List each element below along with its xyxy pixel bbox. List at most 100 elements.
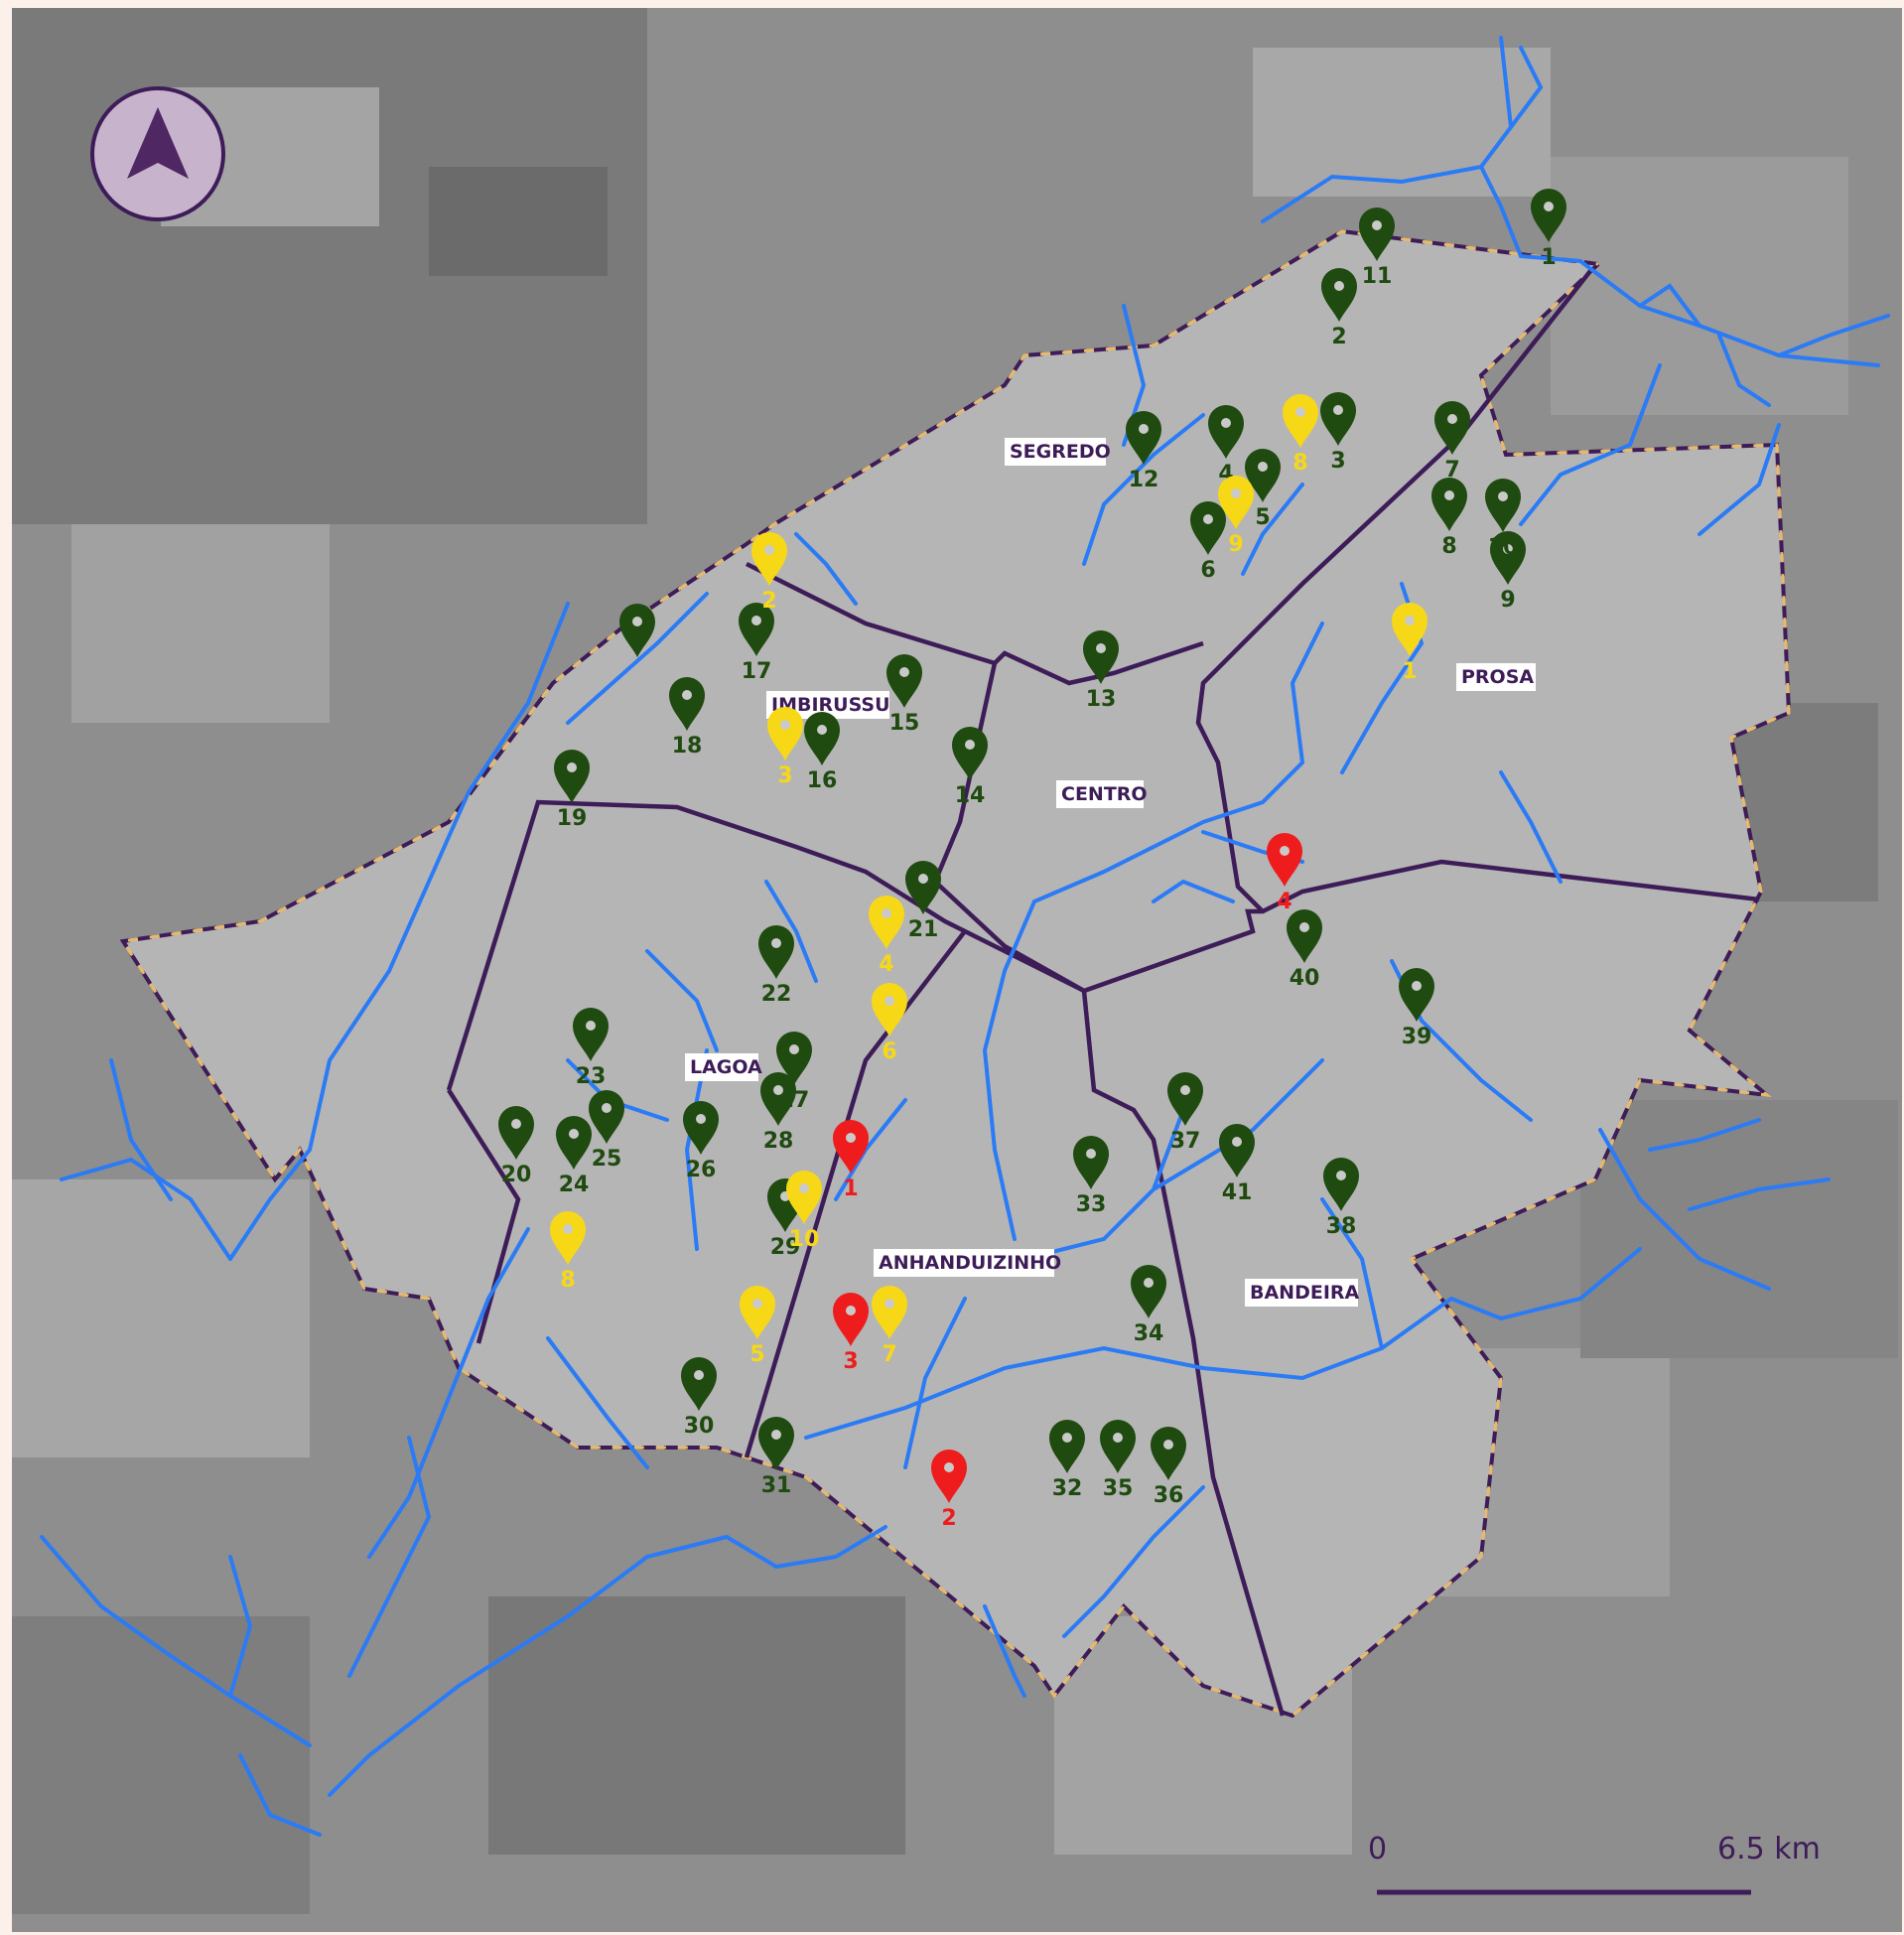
green-marker[interactable]: 26	[683, 1101, 719, 1182]
yellow-marker[interactable]: 4	[869, 896, 904, 977]
green-marker[interactable]: 36	[1151, 1427, 1186, 1508]
map-pin-icon	[833, 1120, 869, 1174]
green-marker[interactable]: 7	[1434, 401, 1470, 483]
map-canvas[interactable]: SEGREDO IMBIRUSSU PROSA CENTRO LAGOA ANH…	[12, 8, 1902, 1932]
green-marker[interactable]: 3	[1320, 392, 1356, 474]
yellow-marker[interactable]: 8	[550, 1211, 586, 1293]
green-marker-label: 8	[1441, 534, 1456, 559]
green-marker-label: 19	[557, 806, 588, 831]
green-marker[interactable]: 19	[554, 749, 591, 831]
map-pin-icon	[1049, 1420, 1085, 1473]
green-marker[interactable]: 6	[1190, 501, 1226, 583]
map-pin-dot	[965, 740, 975, 750]
district-label-anhanduizinho: ANHANDUIZINHO	[874, 1249, 1061, 1277]
green-marker-label: 22	[761, 982, 792, 1007]
green-marker[interactable]: 30	[681, 1357, 717, 1439]
green-marker[interactable]: 35	[1100, 1420, 1136, 1501]
green-marker[interactable]: 41	[1219, 1124, 1255, 1205]
map-pin-icon	[498, 1106, 534, 1160]
red-marker[interactable]: 3	[833, 1293, 869, 1374]
yellow-marker[interactable]: 10	[786, 1171, 822, 1252]
green-marker[interactable]: 9	[1490, 531, 1526, 613]
green-marker[interactable]: 40	[1287, 909, 1322, 991]
green-marker-label: 39	[1402, 1025, 1432, 1049]
map-pin-dot	[1180, 1085, 1190, 1095]
green-marker[interactable]: 5	[1245, 449, 1281, 530]
svg-text:LAGOA: LAGOA	[690, 1056, 762, 1078]
yellow-marker[interactable]: 7	[872, 1286, 907, 1367]
green-marker[interactable]: 12	[1126, 411, 1161, 492]
green-marker[interactable]: 1	[1531, 189, 1566, 270]
green-marker-label: 23	[576, 1064, 607, 1089]
green-marker[interactable]: 13	[1083, 630, 1119, 712]
red-marker[interactable]: 1	[833, 1120, 869, 1201]
map-pin-dot	[1062, 1433, 1072, 1443]
green-marker[interactable]: 22	[758, 925, 794, 1007]
green-marker[interactable]: 2	[1321, 268, 1357, 349]
map-pin-dot	[1336, 1171, 1346, 1180]
map-pin-icon	[550, 1211, 586, 1265]
yellow-marker[interactable]: 1	[1392, 603, 1428, 684]
yellow-marker[interactable]: 5	[740, 1286, 775, 1367]
yellow-marker-label: 4	[879, 952, 893, 977]
map-pin-icon	[669, 677, 705, 731]
map-pin-icon	[776, 1032, 812, 1085]
yellow-marker[interactable]: 3	[767, 707, 803, 788]
yellow-marker[interactable]: 9	[1218, 476, 1254, 557]
green-marker[interactable]: 38	[1323, 1158, 1359, 1239]
map-pin-icon	[1218, 476, 1254, 529]
map-pin-icon	[1219, 1124, 1255, 1177]
green-marker[interactable]: 10	[1485, 479, 1521, 560]
green-marker[interactable]: 32	[1049, 1420, 1085, 1501]
green-marker[interactable]: 23	[573, 1008, 609, 1089]
map-frame[interactable]: SEGREDO IMBIRUSSU PROSA CENTRO LAGOA ANH…	[12, 8, 1902, 1932]
map-pin-icon	[1283, 394, 1318, 448]
yellow-marker[interactable]: 6	[872, 983, 907, 1064]
green-marker[interactable]: 20	[498, 1106, 534, 1187]
scale-bar: 0 6.5 km	[1368, 1832, 1821, 1895]
map-pin-dot	[1405, 616, 1415, 625]
green-marker-label: 30	[684, 1414, 715, 1439]
green-marker[interactable]	[619, 604, 655, 657]
green-marker[interactable]: 24	[556, 1116, 592, 1197]
red-marker[interactable]: 4	[1267, 833, 1302, 914]
rivers	[40, 36, 1890, 1837]
green-marker[interactable]: 14	[952, 727, 988, 808]
district-label-segredo: SEGREDO	[1005, 438, 1111, 466]
red-marker-label: 4	[1277, 890, 1292, 914]
yellow-marker[interactable]: 8	[1283, 394, 1318, 476]
green-marker-label: 16	[807, 768, 838, 793]
green-marker[interactable]: 34	[1131, 1265, 1166, 1346]
map-pin-icon	[931, 1450, 967, 1503]
map-pin-dot	[789, 1044, 799, 1054]
map-pin-dot	[1221, 418, 1231, 428]
red-marker[interactable]: 2	[931, 1450, 967, 1531]
map-pin-icon	[1431, 478, 1467, 531]
green-marker[interactable]: 8	[1431, 478, 1467, 559]
map-pin-dot	[799, 1183, 809, 1193]
map-pin-icon	[619, 604, 655, 657]
map-pin-icon	[872, 1286, 907, 1339]
green-marker[interactable]: 25	[589, 1090, 624, 1172]
green-marker[interactable]: 17	[739, 603, 774, 684]
map-pin-icon	[1267, 833, 1302, 887]
green-marker[interactable]: 37	[1167, 1072, 1203, 1154]
map-pin-dot	[563, 1224, 573, 1234]
green-marker[interactable]: 16	[804, 712, 840, 793]
green-marker[interactable]: 28	[760, 1072, 796, 1154]
yellow-marker[interactable]: 2	[751, 532, 787, 614]
green-marker[interactable]: 15	[886, 654, 922, 736]
yellow-marker-label: 8	[1292, 451, 1307, 476]
green-marker[interactable]: 31	[758, 1417, 794, 1498]
green-marker[interactable]: 18	[669, 677, 705, 759]
map-pin-icon	[786, 1171, 822, 1224]
map-pin-dot	[773, 1085, 783, 1095]
green-marker[interactable]: 21	[905, 861, 941, 942]
green-marker-label: 40	[1290, 966, 1320, 991]
green-marker[interactable]: 11	[1359, 207, 1395, 289]
map-pin-dot	[1444, 490, 1454, 500]
green-marker[interactable]: 33	[1073, 1136, 1109, 1217]
green-marker-label: 31	[761, 1473, 792, 1498]
green-marker[interactable]: 39	[1399, 968, 1434, 1049]
